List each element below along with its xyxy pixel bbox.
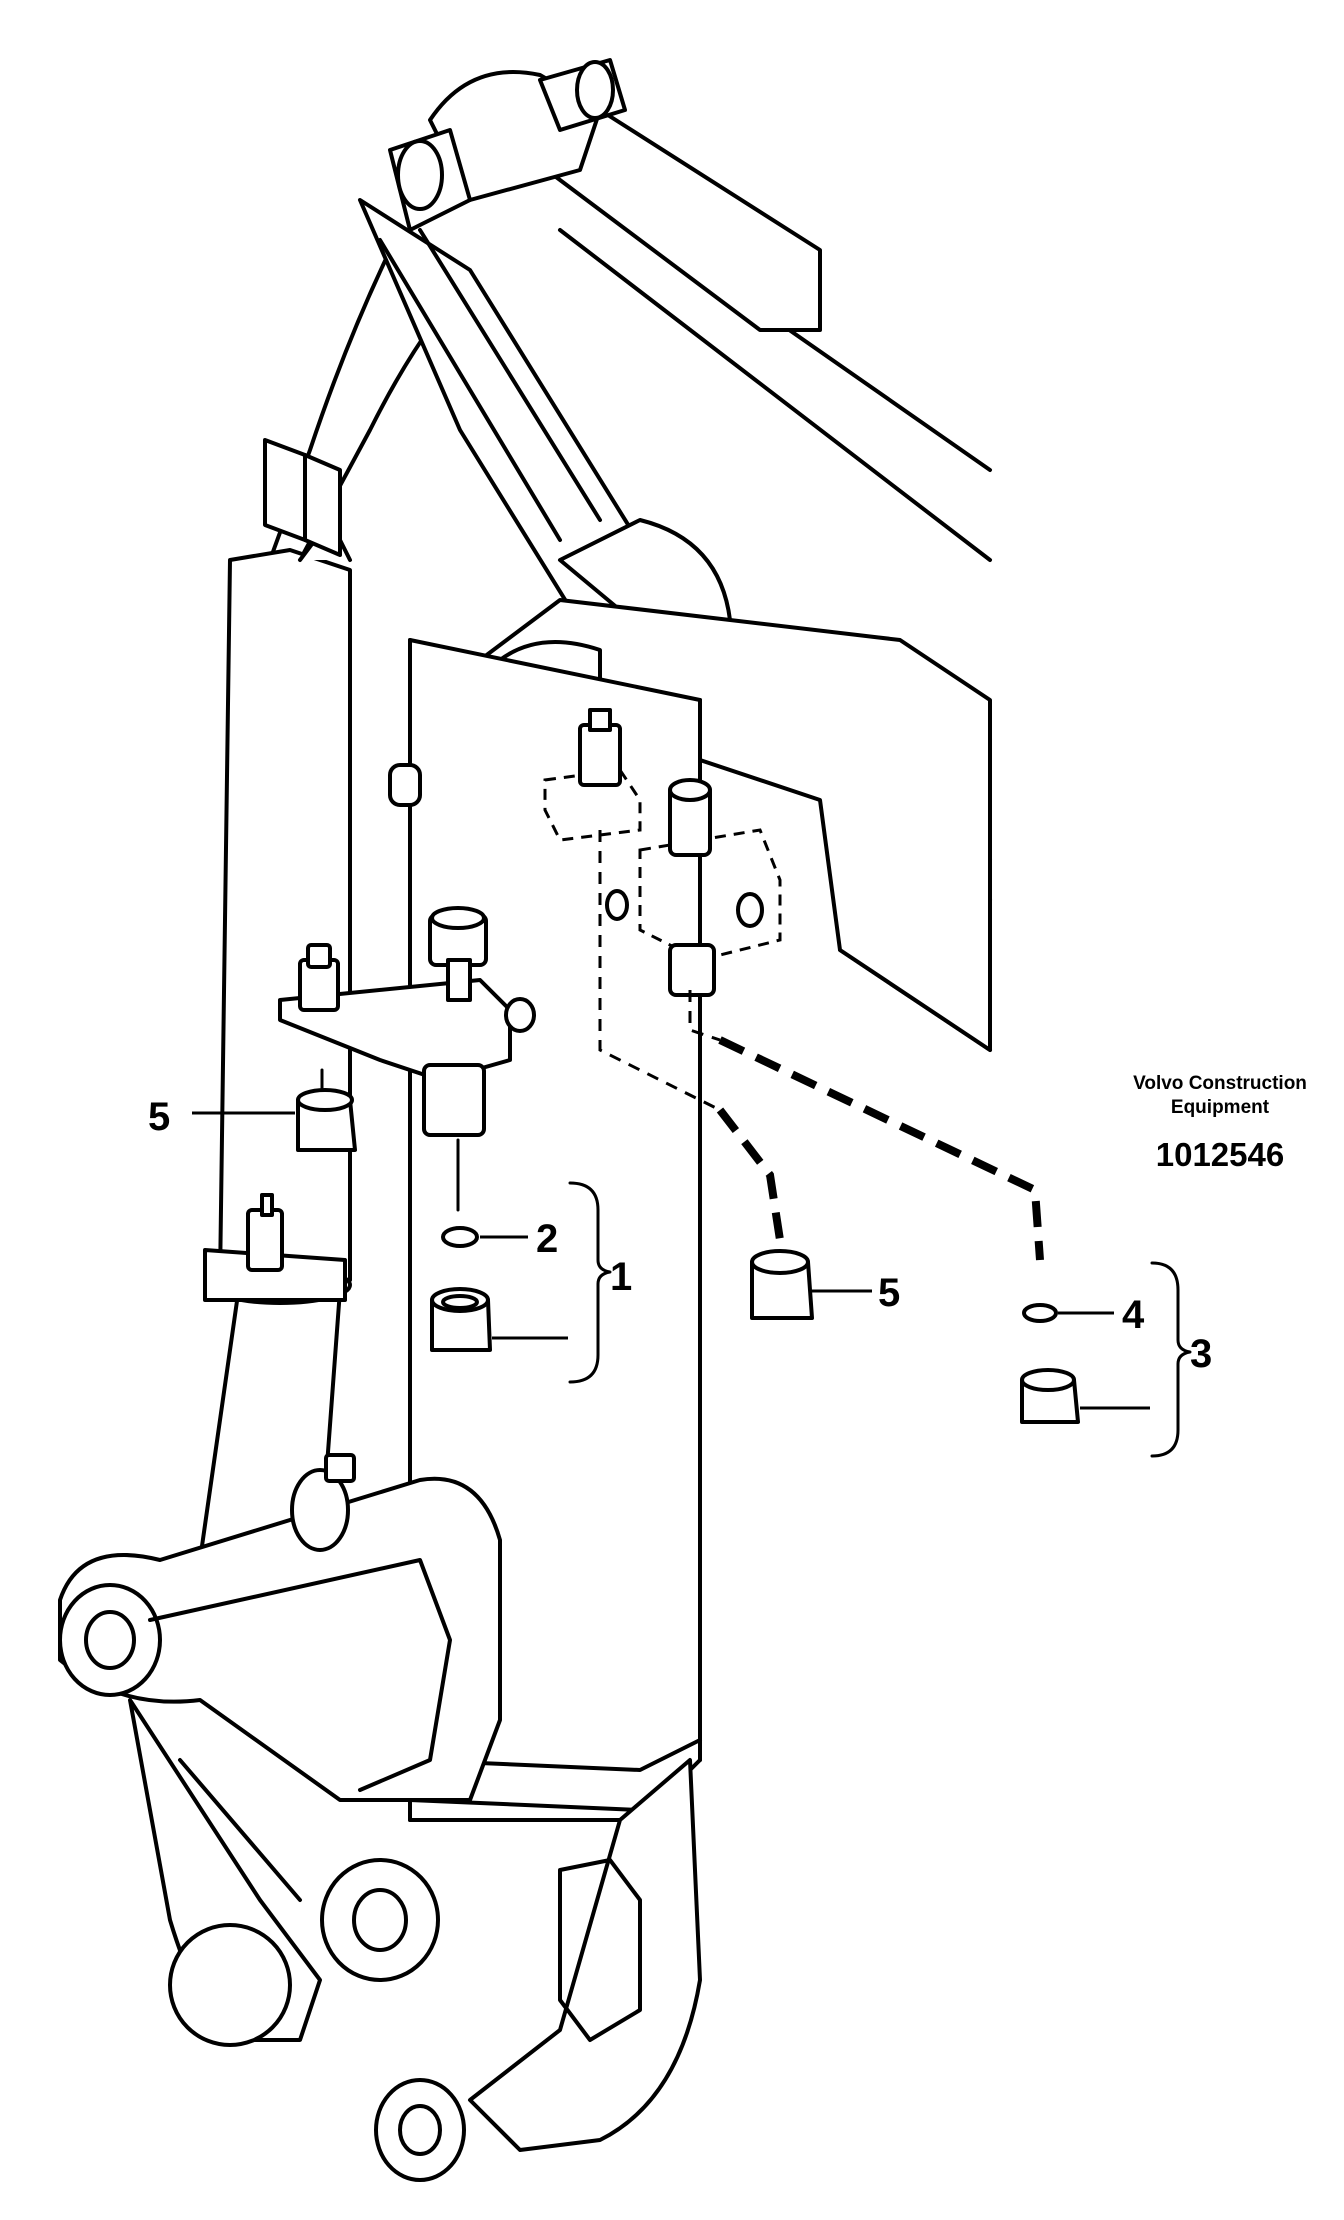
document-number: 1012546 [1155, 1136, 1285, 1173]
part-group-3 [1020, 1261, 1192, 1458]
part-group-1 [430, 1138, 612, 1384]
manifold-right-dashed [543, 708, 782, 997]
brand-label: Volvo Construction Equipment [1060, 1072, 1344, 1120]
part-nut-left [192, 1068, 357, 1152]
callout-1: 1 [610, 1255, 632, 1299]
callout-3: 3 [1190, 1332, 1212, 1376]
lower-linkage-left [58, 1453, 502, 2047]
callout-4: 4 [1122, 1293, 1145, 1337]
top-pivot-pin [388, 58, 822, 332]
brand-line-2: Equipment [1170, 1097, 1270, 1118]
brand-line-1: Volvo Construction [1133, 1073, 1307, 1094]
callout-5-left: 5 [148, 1095, 170, 1139]
callout-5-right: 5 [878, 1271, 900, 1315]
routing-lines [598, 830, 1044, 1261]
lower-linkage-right [374, 1758, 702, 2182]
callout-2: 2 [536, 1217, 558, 1261]
callout-labels: 5 2 1 5 4 3 [148, 1095, 1212, 1376]
manifold-left [278, 906, 536, 1137]
upper-blocks [263, 438, 422, 807]
part-nut-right [750, 1249, 872, 1320]
